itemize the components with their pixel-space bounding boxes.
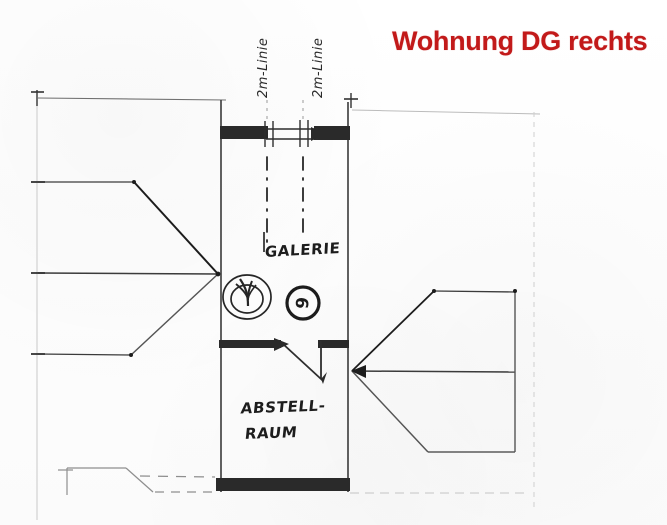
guide-lines: [36, 98, 541, 520]
spiral-sketch-symbol: [222, 274, 272, 320]
window-opening: [264, 120, 325, 147]
right-dimension-arrow: [351, 289, 517, 453]
room-label-abstellraum-line1: ABSTELL-: [239, 396, 327, 418]
circled-six-symbol: 6: [285, 285, 321, 321]
top-dimension-line: [31, 90, 358, 108]
door-swing: [274, 338, 327, 384]
room-outline: [220, 100, 349, 492]
room-label-abstellraum-line2: RAUM: [243, 423, 299, 443]
left-dimension-arrow: [31, 180, 221, 357]
page-title: Wohnung DG rechts: [392, 26, 648, 56]
two-meter-line-label-right: 2m-Linie: [311, 37, 326, 98]
two-meter-line-extensions: [266, 100, 304, 124]
two-meter-line-label-left: 2m-Linie: [256, 37, 271, 98]
solid-walls: [216, 126, 350, 491]
svg-text:6: 6: [291, 296, 312, 310]
bottom-left-step-line: [58, 467, 216, 495]
two-meter-lines: [266, 156, 304, 249]
